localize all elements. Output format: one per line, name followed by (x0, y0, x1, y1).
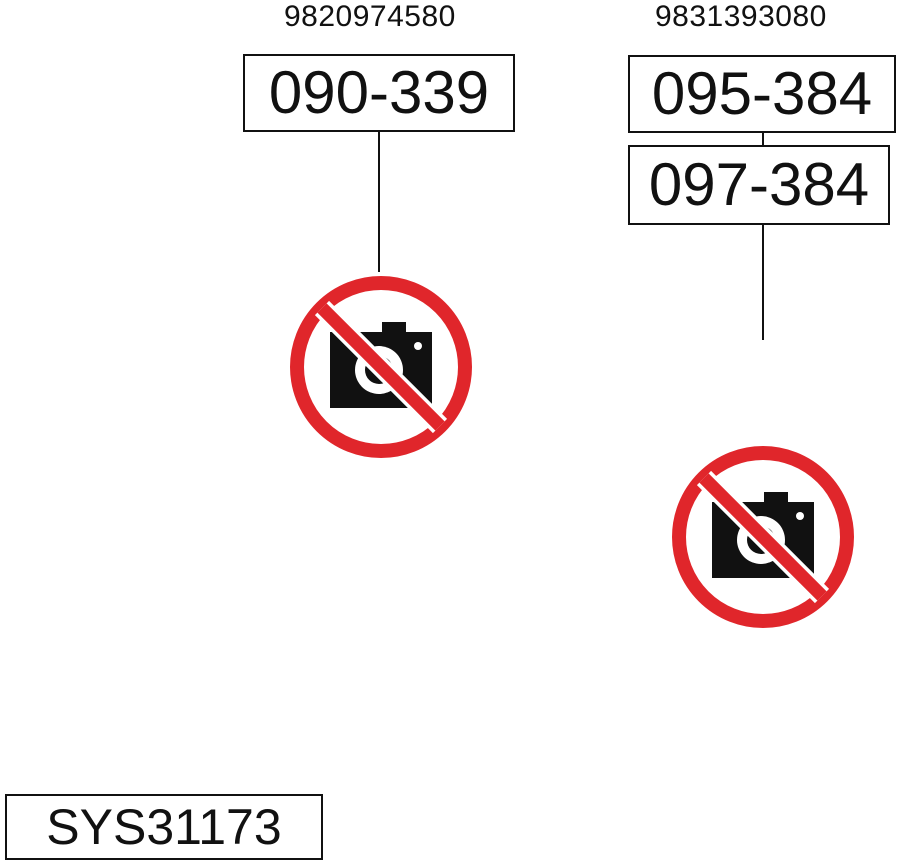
leader-line-right (762, 225, 764, 340)
system-code-box: SYS31173 (5, 794, 323, 860)
part-number-box-right-bottom[interactable]: 097-384 (628, 145, 890, 225)
reference-number-right: 9831393080 (655, 0, 827, 33)
reference-number-left: 9820974580 (284, 0, 456, 33)
connector-line-right (762, 133, 764, 145)
part-number-box-right-top[interactable]: 095-384 (628, 55, 896, 133)
part-number-box-left[interactable]: 090-339 (243, 54, 515, 132)
leader-line-left (378, 132, 380, 272)
no-photo-icon (290, 276, 472, 458)
no-photo-icon (672, 446, 854, 628)
